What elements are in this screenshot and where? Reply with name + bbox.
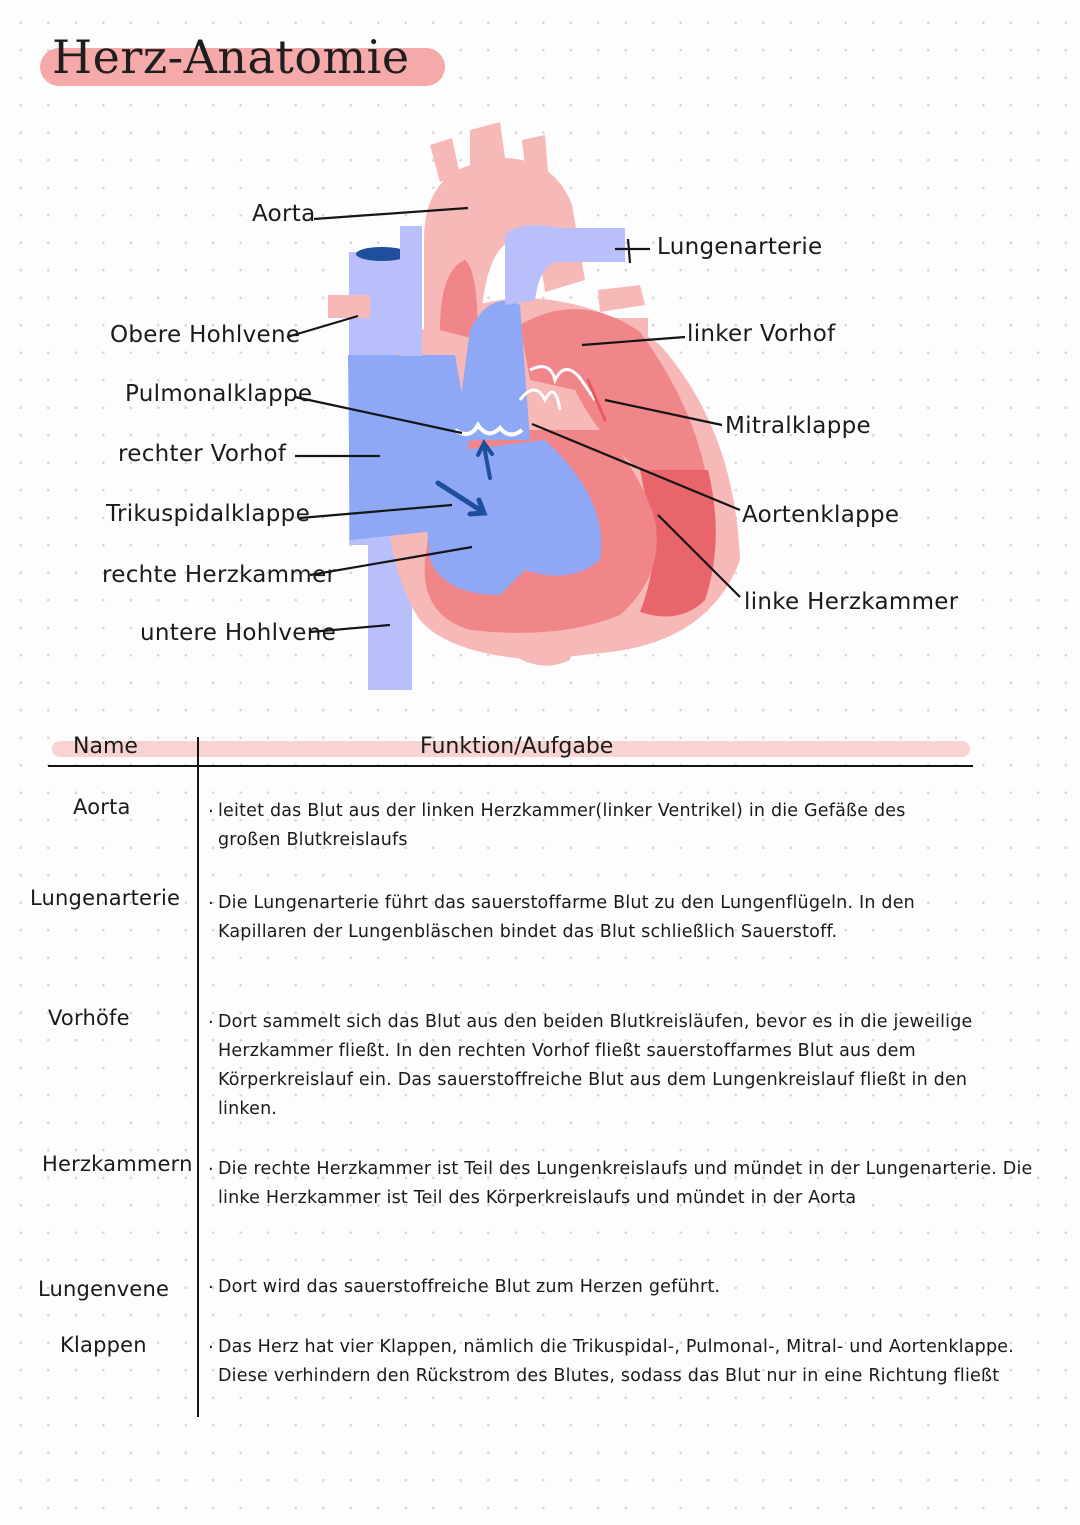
row-name-vorhoefe: Vorhöfe bbox=[48, 1006, 130, 1030]
row-name-klappen: Klappen bbox=[60, 1333, 147, 1357]
row-text-lungenarterie: Die Lungenarterie führt das sauerstoffar… bbox=[208, 889, 938, 947]
row-name-lungenvene: Lungenvene bbox=[38, 1277, 170, 1301]
pulmonary-trunk bbox=[455, 300, 530, 440]
right-ventricle-shape bbox=[420, 440, 602, 595]
row-text-herzkammern: Die rechte Herzkammer ist Teil des Lunge… bbox=[208, 1155, 1038, 1213]
label-mitral-valve: Mitralklappe bbox=[725, 413, 871, 439]
row-text-klappen: Das Herz hat vier Klappen, nämlich die T… bbox=[208, 1333, 1028, 1391]
leader-aortic-valve bbox=[531, 422, 741, 512]
superior-vena-cava-front bbox=[400, 226, 422, 356]
label-superior-vena-cava: Obere Hohlvene bbox=[110, 322, 301, 348]
row-text-vorhoefe: Dort sammelt sich das Blut aus den beide… bbox=[208, 1008, 978, 1124]
leader-inferior-vena-cava bbox=[309, 623, 391, 634]
pulmonary-vein-right-1 bbox=[598, 285, 645, 312]
row-text-lungenvene: Dort wird das sauerstoffreiche Blut zum … bbox=[208, 1273, 1018, 1302]
label-left-atrium: linker Vorhof bbox=[687, 321, 836, 347]
label-tricuspid-valve: Trikuspidalklappe bbox=[106, 501, 311, 527]
flow-arrow-up bbox=[476, 439, 494, 480]
table-column-divider bbox=[197, 737, 199, 1417]
table-header-function: Funktion/Aufgabe bbox=[420, 734, 614, 759]
aorta-branch-2 bbox=[522, 135, 548, 176]
leader-pulmonary-artery-tick bbox=[626, 238, 632, 264]
aorta-inner bbox=[440, 260, 478, 340]
label-left-ventricle: linke Herzkammer bbox=[744, 589, 959, 615]
left-ventricle-shape bbox=[640, 470, 716, 617]
left-atrium-shape bbox=[520, 309, 705, 470]
pulmonary-artery-shape bbox=[505, 225, 625, 305]
page-title: Herz-Anatomie bbox=[52, 30, 410, 84]
label-inferior-vena-cava: untere Hohlvene bbox=[140, 620, 337, 646]
row-text-aorta: leitet das Blut aus der linken Herzkamme… bbox=[208, 797, 948, 855]
row-name-lungenarterie: Lungenarterie bbox=[30, 886, 181, 910]
leader-pulmonary-valve bbox=[294, 395, 463, 435]
aorta-branch-1 bbox=[430, 138, 460, 182]
leader-left-atrium bbox=[581, 335, 686, 347]
label-pulmonary-artery: Lungenarterie bbox=[657, 234, 823, 260]
flow-arrow-down bbox=[435, 480, 488, 517]
label-right-atrium: rechter Vorhof bbox=[118, 441, 287, 467]
mitral-valve-shape bbox=[529, 365, 597, 401]
heart-illustration bbox=[328, 122, 740, 690]
label-pulmonary-valve: Pulmonalklappe bbox=[125, 381, 313, 407]
title-highlight bbox=[40, 48, 445, 86]
label-aortic-valve: Aortenklappe bbox=[742, 502, 900, 528]
leader-left-ventricle bbox=[657, 514, 741, 598]
pulmonary-vein-left bbox=[328, 295, 370, 318]
row-name-aorta: Aorta bbox=[73, 795, 131, 819]
row-name-herzkammern: Herzkammern bbox=[42, 1152, 193, 1176]
leader-tricuspid-valve bbox=[299, 503, 453, 520]
leader-right-ventricle bbox=[309, 545, 473, 577]
aortic-valve-shape bbox=[518, 388, 562, 411]
vena-cava-opening bbox=[356, 247, 408, 261]
leader-superior-vena-cava bbox=[286, 314, 359, 339]
leader-aorta bbox=[313, 206, 469, 221]
label-right-ventricle: rechte Herzkammer bbox=[102, 562, 337, 588]
table-header-highlight bbox=[52, 741, 970, 757]
table-header-rule bbox=[48, 765, 973, 767]
label-aorta: Aorta bbox=[252, 201, 316, 227]
table-header-name: Name bbox=[73, 734, 138, 759]
leader-mitral-valve bbox=[604, 398, 723, 427]
leader-lines bbox=[286, 206, 741, 634]
flow-arrow-red bbox=[586, 378, 607, 422]
heart-diagram bbox=[286, 122, 741, 690]
tricuspid-valve-shape bbox=[453, 421, 524, 437]
